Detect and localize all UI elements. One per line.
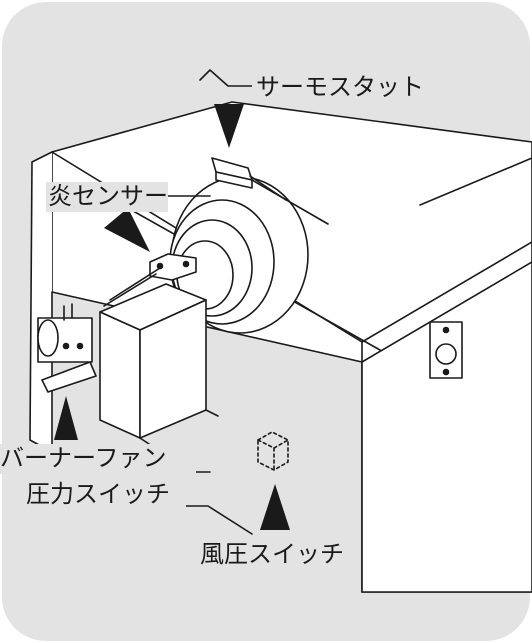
unit-front-face	[361, 261, 532, 593]
front-panel-screw-bottom	[442, 368, 450, 376]
burner-fan-label-line2: 圧力スイッチ	[26, 480, 170, 508]
wind-pressure-switch-label: 風圧スイッチ	[200, 540, 344, 568]
burner-fan-box-front	[99, 311, 141, 439]
thermostat-leader	[199, 69, 253, 87]
flame-sensor-lead-2	[103, 273, 157, 307]
unit-left-side	[29, 151, 53, 453]
front-panel-hole	[435, 343, 457, 365]
pressure-switch-leader	[185, 505, 253, 535]
front-panel-screw-top	[442, 326, 450, 334]
wind-pressure-switch-pointer	[260, 484, 290, 530]
flame-sensor-pointer	[104, 208, 150, 252]
wind-pressure-switch-cube	[257, 431, 289, 471]
back-edge-line	[419, 157, 532, 206]
thermostat-pointer	[214, 104, 244, 148]
flame-sensor-lead-1	[109, 267, 161, 301]
thermostat-wire	[251, 179, 329, 225]
flame-sensor-plate	[149, 253, 197, 281]
burner-fan-label-line1: バーナーファン	[0, 444, 167, 472]
burner-fan-pressure-switch-pointer	[54, 396, 78, 440]
pressure-switch-diaphragm	[37, 319, 59, 357]
top-right-edge-line	[361, 241, 532, 343]
pressure-switch-bracket	[41, 361, 97, 393]
flame-sensor-label: 炎センサー	[48, 182, 168, 210]
thermostat-label: サーモスタット	[256, 73, 424, 101]
